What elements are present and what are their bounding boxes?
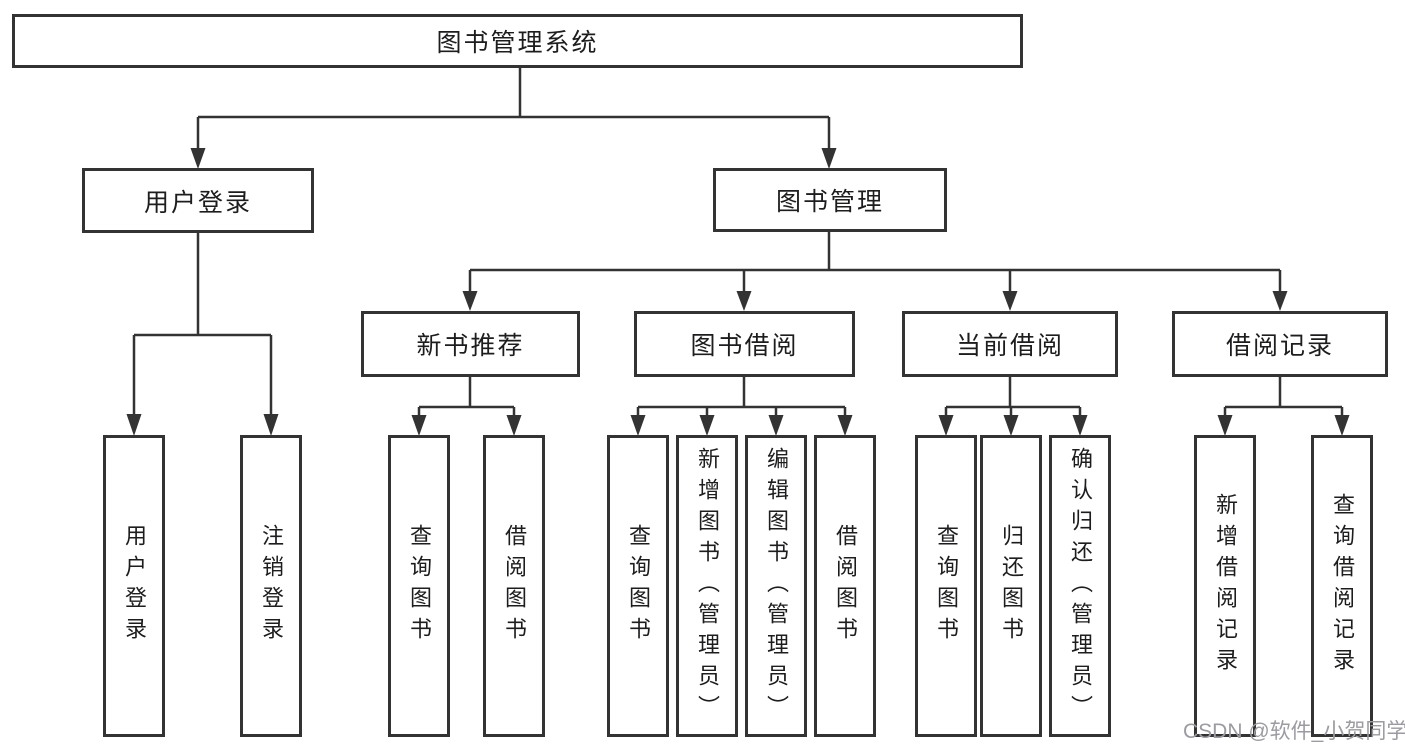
node-borrow-records-label: 借阅记录 bbox=[1225, 332, 1334, 360]
leaf-user-login-label: 用户登录 bbox=[122, 524, 147, 648]
watermark: CSDN @软件_小贺同学 bbox=[1183, 720, 1405, 743]
connector-borrow-record-to-leaves bbox=[1217, 377, 1350, 436]
leaf-borrow-books-label: 借阅图书 bbox=[833, 524, 858, 648]
node-book-management-label: 图书管理 bbox=[775, 188, 884, 216]
connector-current-borrow-to-leaves bbox=[938, 377, 1088, 436]
leaf-query-books-recommend-label: 查询图书 bbox=[407, 524, 432, 648]
leaf-edit-books-admin: 编辑图书（管理员） bbox=[745, 435, 807, 737]
leaf-confirm-return-admin-label: 确认归还（管理员） bbox=[1068, 446, 1093, 726]
leaf-add-books-admin: 新增图书（管理员） bbox=[676, 435, 738, 737]
leaf-query-books-current-label: 查询图书 bbox=[934, 524, 959, 648]
leaf-query-books-borrow: 查询图书 bbox=[607, 435, 669, 737]
leaf-query-borrow-record: 查询借阅记录 bbox=[1311, 435, 1373, 737]
leaf-query-books-recommend: 查询图书 bbox=[388, 435, 450, 737]
node-book-management: 图书管理 bbox=[713, 168, 947, 232]
leaf-logout-login: 注销登录 bbox=[240, 435, 302, 737]
leaf-borrow-books-recommend: 借阅图书 bbox=[483, 435, 545, 737]
leaf-add-borrow-record: 新增借阅记录 bbox=[1194, 435, 1256, 737]
connector-user-login-to-leaves bbox=[126, 233, 279, 436]
leaf-borrow-books-recommend-label: 借阅图书 bbox=[502, 524, 527, 648]
node-user-login-label: 用户登录 bbox=[143, 188, 252, 217]
leaf-borrow-books: 借阅图书 bbox=[814, 435, 876, 737]
connector-root-to-level2 bbox=[190, 68, 837, 169]
node-current-borrow: 当前借阅 bbox=[902, 311, 1118, 377]
leaf-edit-books-admin-label: 编辑图书（管理员） bbox=[764, 446, 789, 726]
node-borrow-records: 借阅记录 bbox=[1172, 311, 1388, 377]
leaf-add-borrow-record-label: 新增借阅记录 bbox=[1213, 493, 1238, 679]
node-root: 图书管理系统 bbox=[12, 14, 1023, 68]
leaf-query-books-current: 查询图书 bbox=[915, 435, 977, 737]
leaf-logout-login-label: 注销登录 bbox=[259, 524, 284, 648]
leaf-return-books: 归还图书 bbox=[980, 435, 1042, 737]
leaf-query-books-borrow-label: 查询图书 bbox=[626, 524, 651, 648]
connector-book-borrow-to-leaves bbox=[630, 377, 853, 436]
node-new-book-recommend-label: 新书推荐 bbox=[416, 332, 525, 360]
node-new-book-recommend: 新书推荐 bbox=[361, 311, 580, 377]
connector-new-book-to-leaves bbox=[411, 377, 522, 436]
leaf-return-books-label: 归还图书 bbox=[999, 524, 1024, 648]
connector-book-management-to-level3 bbox=[462, 232, 1288, 311]
node-current-borrow-label: 当前借阅 bbox=[955, 332, 1064, 360]
node-user-login: 用户登录 bbox=[82, 168, 314, 233]
node-root-label: 图书管理系统 bbox=[436, 29, 599, 57]
node-book-borrow-label: 图书借阅 bbox=[690, 332, 799, 360]
leaf-add-books-admin-label: 新增图书（管理员） bbox=[695, 446, 720, 726]
node-book-borrow: 图书借阅 bbox=[634, 311, 855, 377]
leaf-confirm-return-admin: 确认归还（管理员） bbox=[1049, 435, 1111, 737]
leaf-user-login: 用户登录 bbox=[103, 435, 165, 737]
leaf-query-borrow-record-label: 查询借阅记录 bbox=[1330, 493, 1355, 679]
